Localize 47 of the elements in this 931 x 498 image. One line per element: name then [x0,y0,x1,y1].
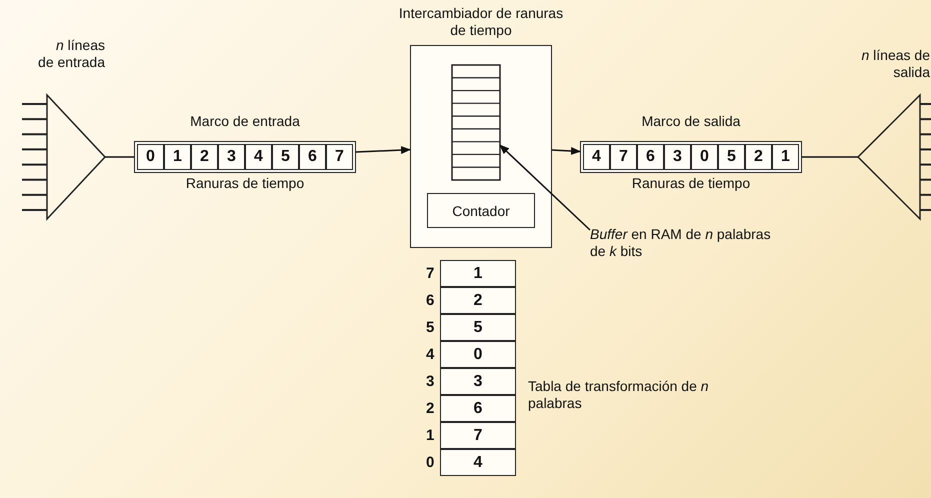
time-slot-cell: 0 [137,144,164,170]
time-slot-cell: 4 [245,144,272,170]
table-cell: 2 [440,287,516,314]
time-slot-cell: 3 [218,144,245,170]
frame-caption: Ranuras de tiempo [184,175,306,192]
time-slot-cell: 0 [691,144,718,170]
time-slot-cell: 2 [191,144,218,170]
frame-heading: Marco de salida [640,113,742,130]
time-slot-cell: 2 [745,144,772,170]
arrow [356,146,411,154]
time-slot-cell: 4 [583,144,610,170]
time-slot-cell: 7 [610,144,637,170]
time-slot-cell: 1 [772,144,799,170]
row-index: 4 [426,346,436,363]
frame-heading: Marco de entrada [189,113,301,130]
buffer-note: Buffer en RAM de n palabras de k bits [590,226,772,260]
frame-caption: Ranuras de tiempo [630,175,752,192]
time-slot-cell: 3 [664,144,691,170]
table-cell: 7 [440,422,516,449]
arrow [552,147,581,155]
row-index: 5 [426,319,436,336]
table-cell: 4 [440,449,516,476]
counter-box: Contador [427,193,535,228]
table-cell: 1 [440,260,516,287]
interchanger-title: Intercambiador de ranuras de tiempo [398,5,564,39]
connector-line [802,156,858,158]
time-slot-cell: 7 [326,144,353,170]
table-cell: 3 [440,368,516,395]
line-count-label: n líneas de entrada [37,37,105,71]
row-index: 6 [426,292,436,309]
connector-line [105,156,134,158]
time-slot-cell: 6 [299,144,326,170]
row-index: 2 [426,400,436,417]
line-count-label: n líneas de salida [860,47,930,81]
time-slot-cell: 5 [272,144,299,170]
row-index: 0 [426,454,436,471]
table-cell: 0 [440,341,516,368]
table-caption: Tabla de transformación de n palabras [528,378,710,412]
time-slot-cell: 6 [637,144,664,170]
time-slot-cell: 1 [164,144,191,170]
time-slot-cell: 5 [718,144,745,170]
leader-line [499,144,591,231]
row-index: 3 [426,373,436,390]
row-index: 1 [426,427,436,444]
table-cell: 5 [440,314,516,341]
table-cell: 6 [440,395,516,422]
row-index: 7 [426,265,436,282]
